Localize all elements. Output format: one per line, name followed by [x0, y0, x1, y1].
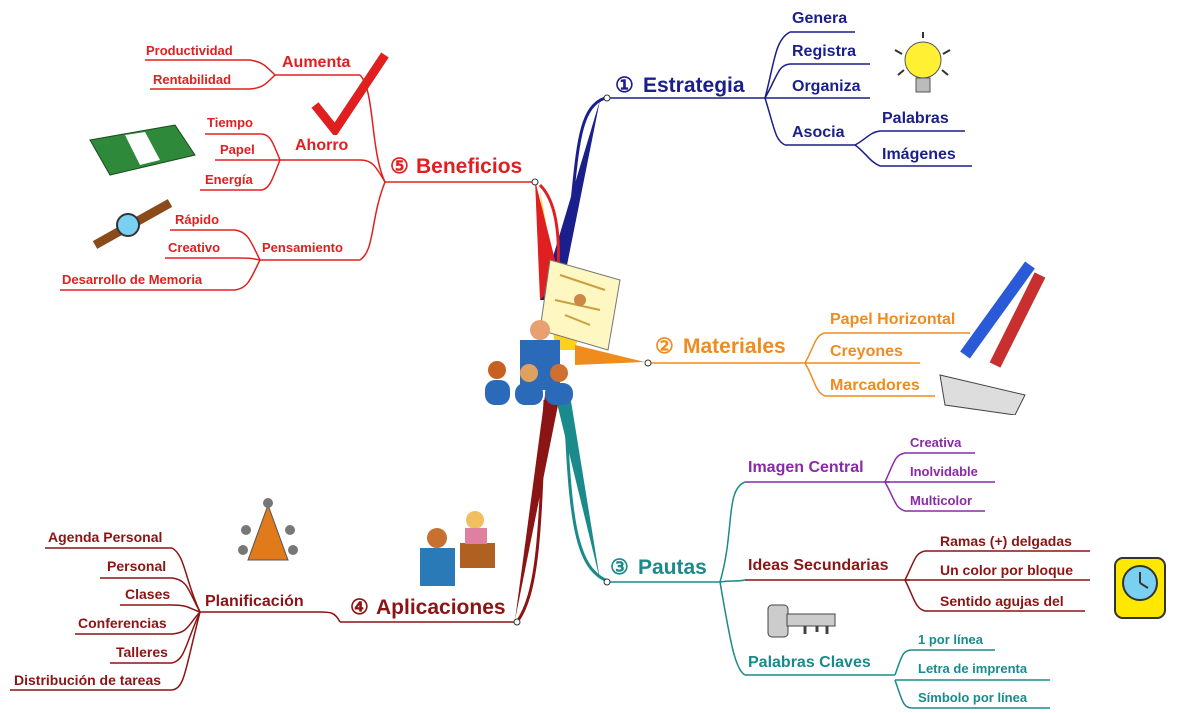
ideas-secundarias-label[interactable]: Ideas Secundarias	[748, 557, 889, 574]
conference-picture	[415, 508, 500, 593]
key-icon	[767, 604, 836, 638]
clock-picture	[1110, 548, 1170, 628]
wedge-orange	[575, 345, 645, 365]
aumenta-label[interactable]: Aumenta	[282, 54, 351, 71]
palabras-claves-label[interactable]: Palabras Claves	[748, 654, 871, 671]
sentido-agujas-label[interactable]: Sentido agujas del	[940, 593, 1064, 609]
checkmark-picture	[310, 50, 390, 140]
wedge-darkred	[515, 395, 560, 620]
aplicaciones-title[interactable]: Aplicaciones	[376, 596, 506, 619]
un-color-label[interactable]: Un color por bloque	[940, 562, 1073, 578]
clases-label[interactable]: Clases	[125, 586, 171, 602]
personal-label[interactable]: Personal	[107, 558, 167, 574]
wedge-blue	[540, 100, 600, 300]
imagen-central-label[interactable]: Imagen Central	[748, 459, 864, 476]
papel-label[interactable]: Papel	[220, 142, 255, 157]
creyones-label[interactable]: Creyones	[830, 343, 903, 360]
inolvidable-label[interactable]: Inolvidable	[910, 464, 978, 479]
watch-icon	[92, 199, 173, 249]
planificacion-label[interactable]: Planificación	[205, 593, 304, 610]
money-picture	[85, 120, 200, 185]
tiempo-label[interactable]: Tiempo	[207, 115, 253, 130]
aplicaciones-num: ④	[350, 596, 369, 619]
pautas-title[interactable]: Pautas	[638, 556, 707, 579]
key-picture	[765, 600, 840, 650]
meeting-icon	[238, 498, 298, 561]
imagenes-label[interactable]: Imágenes	[882, 146, 956, 163]
genera-label[interactable]: Genera	[792, 10, 848, 27]
letra-imprenta-label[interactable]: Letra de imprenta	[918, 661, 1028, 676]
pautas-num: ③	[610, 556, 629, 579]
checkmark-icon	[311, 52, 389, 138]
pencils-icon	[939, 261, 1046, 416]
audience-icon	[485, 259, 621, 405]
distribucion-tareas-label[interactable]: Distribución de tareas	[14, 672, 162, 688]
pencils-picture	[935, 255, 1050, 420]
lightbulb-picture	[890, 30, 960, 115]
lightbulb-icon	[894, 32, 951, 93]
money-icon	[89, 124, 196, 176]
rapido-label[interactable]: Rápido	[175, 212, 220, 227]
energia-label[interactable]: Energía	[205, 172, 253, 187]
marcadores-label[interactable]: Marcadores	[830, 377, 920, 394]
clock-icon	[1114, 557, 1166, 619]
meeting-picture	[238, 495, 298, 575]
ramas-label[interactable]: Ramas (+) delgadas	[940, 533, 1072, 549]
simbolo-por-linea-label[interactable]: Símbolo por línea	[918, 690, 1028, 705]
registra-label[interactable]: Registra	[792, 43, 857, 60]
palabras-label[interactable]: Palabras	[882, 110, 949, 127]
organiza-label[interactable]: Organiza	[792, 78, 861, 95]
wedge-teal	[555, 395, 600, 580]
papel-horizontal-label[interactable]: Papel Horizontal	[830, 311, 956, 328]
uno-por-linea-label[interactable]: 1 por línea	[918, 632, 984, 647]
talleres-label[interactable]: Talleres	[116, 644, 168, 660]
asocia-label[interactable]: Asocia	[792, 124, 845, 141]
productividad-label[interactable]: Productividad	[146, 43, 233, 58]
creativa-label[interactable]: Creativa	[910, 435, 962, 450]
watch-picture	[90, 195, 175, 255]
conferencias-label[interactable]: Conferencias	[78, 615, 167, 631]
ahorro-label[interactable]: Ahorro	[295, 137, 349, 154]
materiales-title[interactable]: Materiales	[683, 335, 786, 358]
conference-icon	[420, 511, 495, 586]
materiales-num: ②	[655, 335, 674, 358]
central-image	[480, 255, 625, 405]
estrategia-title[interactable]: Estrategia	[643, 74, 745, 97]
agenda-personal-label[interactable]: Agenda Personal	[48, 529, 163, 545]
estrategia-num: ①	[615, 74, 634, 97]
multicolor-label[interactable]: Multicolor	[910, 493, 973, 508]
creativo-label[interactable]: Creativo	[168, 240, 221, 255]
beneficios-num: ⑤	[390, 155, 409, 178]
rentabilidad-label[interactable]: Rentabilidad	[153, 72, 232, 87]
desarrollo-memoria-label[interactable]: Desarrollo de Memoria	[62, 272, 203, 287]
beneficios-title[interactable]: Beneficios	[416, 155, 523, 178]
pensamiento-label[interactable]: Pensamiento	[262, 240, 343, 255]
